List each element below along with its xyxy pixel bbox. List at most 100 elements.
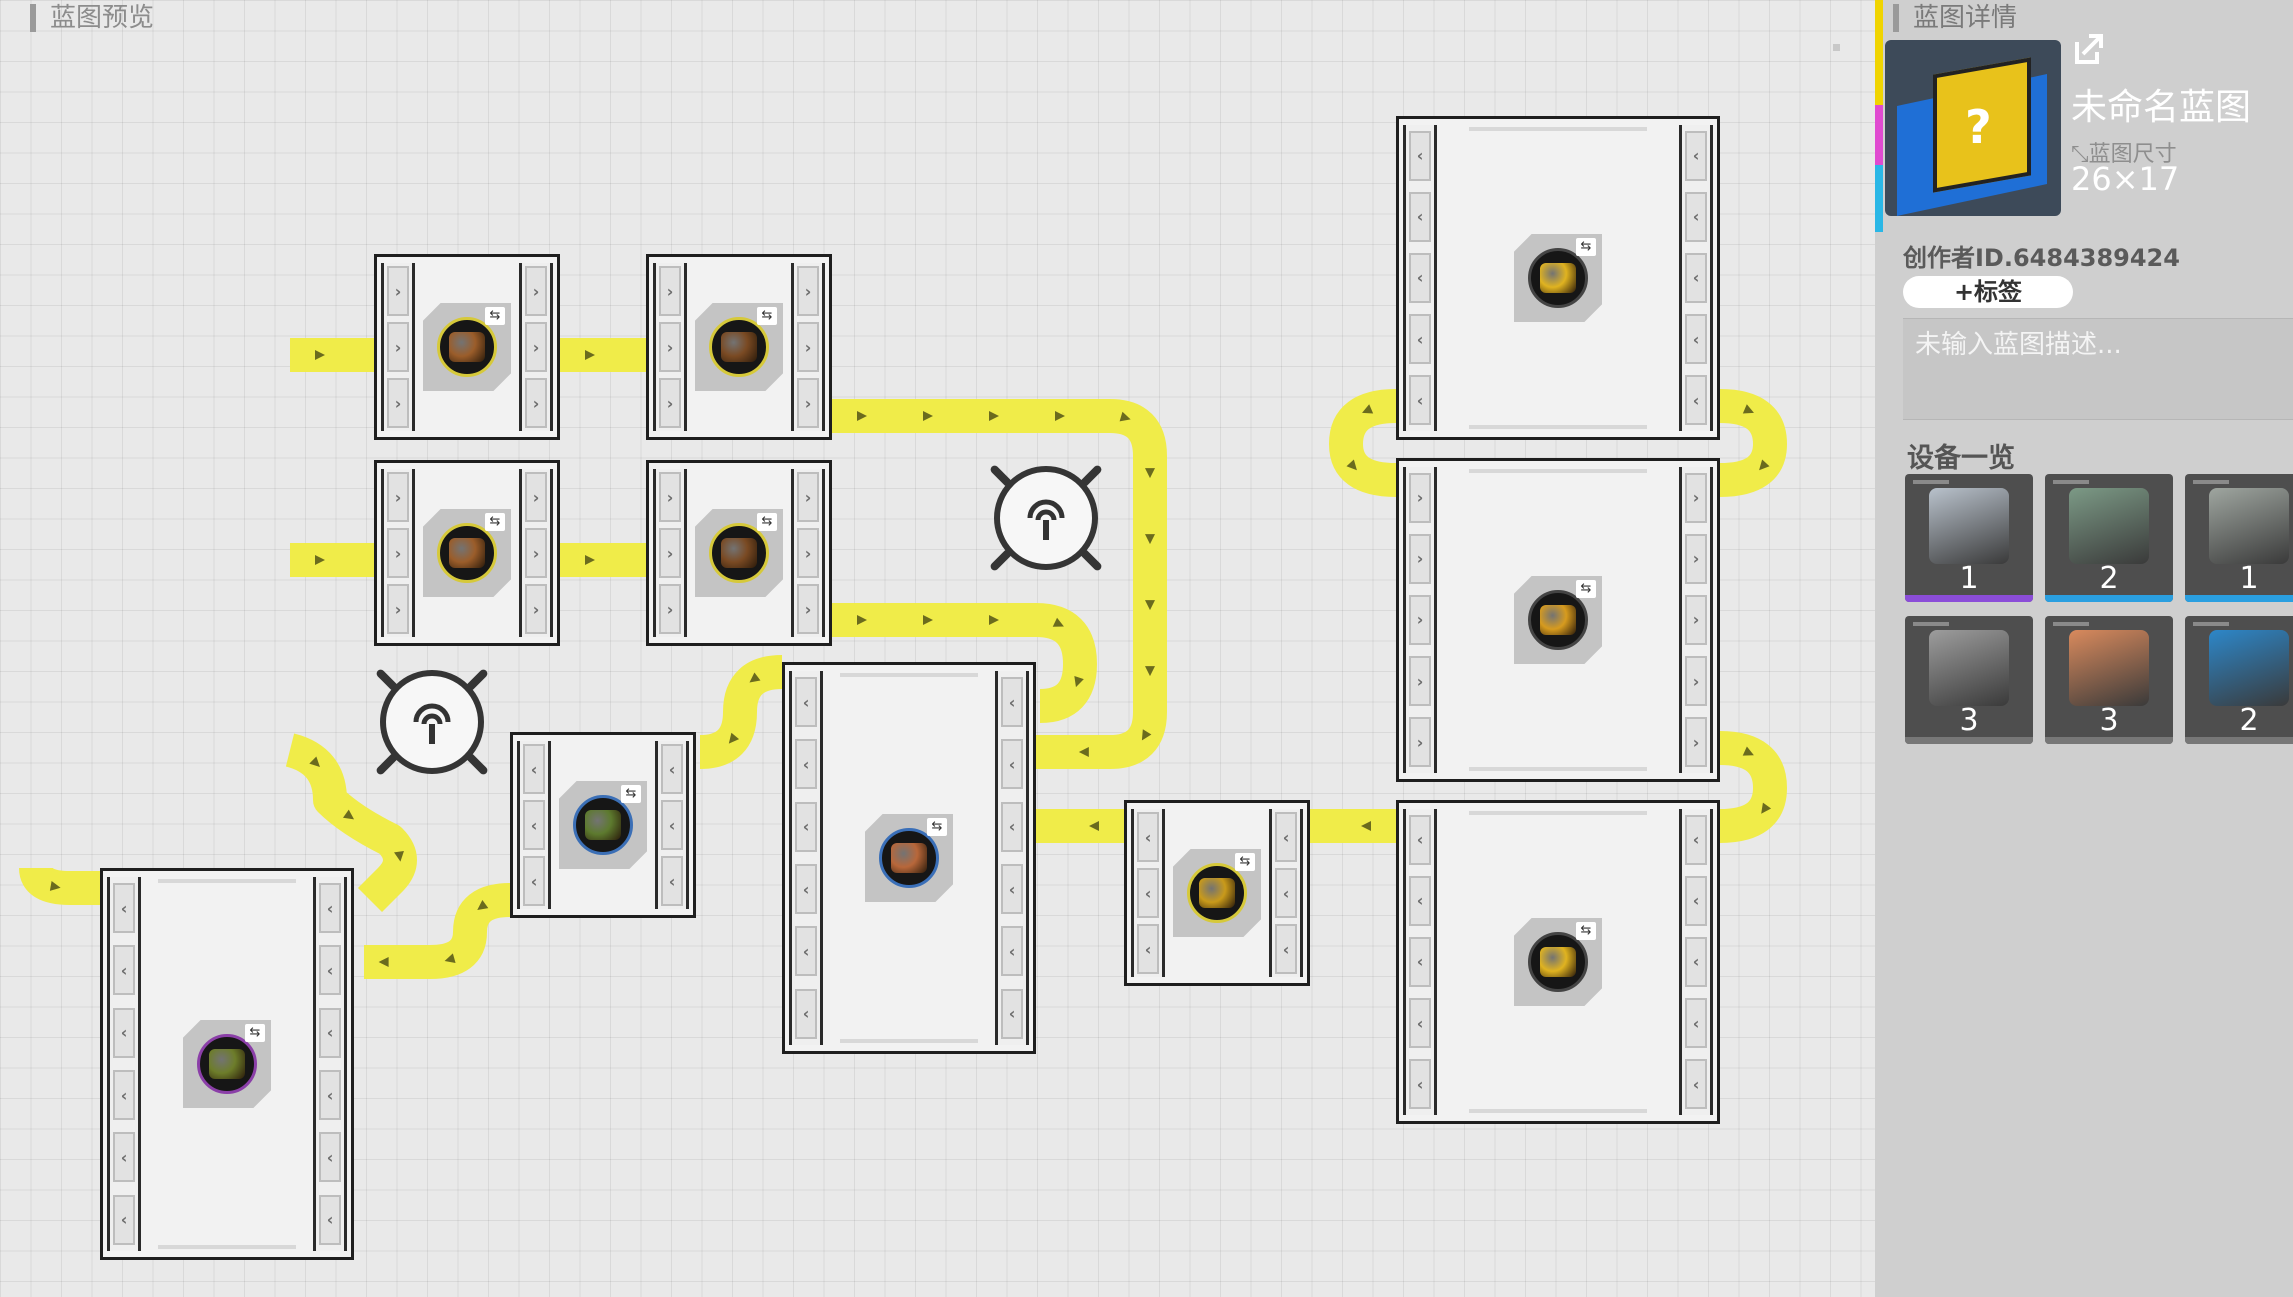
belt-arrow-icon bbox=[1145, 468, 1155, 479]
swap-icon[interactable]: ⇆ bbox=[1576, 580, 1596, 598]
recipe-slot[interactable]: ⇆ bbox=[1514, 576, 1602, 664]
machine-m9[interactable]: ‹‹‹‹‹ ‹‹‹‹‹ ⇆ bbox=[1396, 116, 1720, 440]
item-gem bbox=[209, 1049, 245, 1079]
blueprint-thumbnail: ? bbox=[1885, 40, 2061, 216]
rarity-dots bbox=[1913, 480, 1949, 484]
machine-m1[interactable]: ››› ››› ⇆ bbox=[374, 254, 560, 440]
recipe-slot[interactable]: ⇆ bbox=[559, 781, 647, 869]
swap-icon[interactable]: ⇆ bbox=[1235, 853, 1255, 871]
recipe-slot[interactable]: ⇆ bbox=[423, 303, 511, 391]
frame-line bbox=[1468, 425, 1648, 429]
machine-m8[interactable]: ‹‹‹‹‹‹ ‹‹‹‹‹‹ ⇆ bbox=[100, 868, 354, 1260]
belt-arrow-icon bbox=[394, 850, 404, 862]
device-card-3[interactable]: 3 bbox=[1905, 616, 2033, 744]
swap-icon[interactable]: ⇆ bbox=[245, 1024, 265, 1042]
green-plate-icon bbox=[573, 795, 633, 855]
description-box[interactable] bbox=[1903, 318, 2293, 420]
frame-line bbox=[157, 879, 297, 883]
port: › bbox=[797, 266, 819, 316]
swap-icon[interactable]: ⇆ bbox=[621, 785, 641, 803]
belt-segment bbox=[364, 883, 511, 979]
pylon-p2[interactable] bbox=[372, 662, 492, 782]
output-ports: ‹‹‹ bbox=[655, 741, 689, 909]
swap-icon[interactable]: ⇆ bbox=[757, 513, 777, 531]
port: › bbox=[797, 322, 819, 372]
pylon-p1[interactable] bbox=[986, 458, 1106, 578]
port: ‹ bbox=[1685, 936, 1707, 987]
recipe-slot[interactable]: ⇆ bbox=[865, 814, 953, 902]
description-input[interactable] bbox=[1913, 329, 2287, 361]
device-card-0[interactable]: 1 bbox=[1905, 474, 2033, 602]
port: ‹ bbox=[319, 1007, 341, 1058]
output-ports: ››› bbox=[791, 469, 825, 637]
blueprint-name[interactable]: 未命名蓝图 bbox=[2071, 87, 2252, 128]
machine-m7[interactable]: ‹‹‹ ‹‹‹ ⇆ bbox=[1124, 800, 1310, 986]
recipe-slot[interactable]: ⇆ bbox=[1173, 849, 1261, 937]
belt-arrow-icon bbox=[1742, 746, 1754, 756]
recipe-slot[interactable]: ⇆ bbox=[1514, 918, 1602, 1006]
recipe-slot[interactable]: ⇆ bbox=[1514, 234, 1602, 322]
port: ‹ bbox=[1409, 1059, 1431, 1110]
swap-icon[interactable]: ⇆ bbox=[1576, 238, 1596, 256]
add-tag-button[interactable]: +标签 bbox=[1903, 276, 2073, 308]
item-gem bbox=[449, 332, 485, 362]
port: ‹ bbox=[1409, 875, 1431, 926]
swap-icon[interactable]: ⇆ bbox=[757, 307, 777, 325]
port: ‹ bbox=[1275, 868, 1297, 918]
machine-m5[interactable]: ‹‹‹ ‹‹‹ ⇆ bbox=[510, 732, 696, 918]
belt-arrow-icon bbox=[477, 900, 489, 910]
rarity-bar bbox=[1905, 737, 2033, 744]
device-card-1[interactable]: 2 bbox=[2045, 474, 2173, 602]
input-ports: ‹‹‹‹‹ bbox=[1403, 809, 1437, 1115]
device-card-2[interactable]: 1 bbox=[2185, 474, 2293, 602]
input-ports: ‹‹‹ bbox=[517, 741, 551, 909]
frame-line bbox=[1468, 127, 1648, 131]
belt-arrow-icon bbox=[989, 615, 999, 625]
swap-icon[interactable]: ⇆ bbox=[485, 513, 505, 531]
port: › bbox=[387, 322, 409, 372]
gold-shard-icon bbox=[1187, 863, 1247, 923]
port: › bbox=[525, 472, 547, 522]
machine-m6[interactable]: ‹‹‹‹‹‹ ‹‹‹‹‹‹ ⇆ bbox=[782, 662, 1036, 1054]
port: ‹ bbox=[1685, 314, 1707, 365]
device-card-5[interactable]: 2 bbox=[2185, 616, 2293, 744]
belt-arrow-icon bbox=[1361, 821, 1371, 831]
edit-icon[interactable] bbox=[2071, 32, 2105, 66]
gold-crystal-icon bbox=[1528, 932, 1588, 992]
port: › bbox=[525, 266, 547, 316]
blueprint-canvas[interactable]: 蓝图预览 ››› ››› ⇆ ››› ››› ⇆ bbox=[0, 0, 1875, 1297]
belt-arrow-icon bbox=[315, 350, 325, 360]
recipe-slot[interactable]: ⇆ bbox=[423, 509, 511, 597]
port: ‹ bbox=[1001, 739, 1023, 790]
amber-chunk-icon bbox=[709, 317, 769, 377]
swap-icon[interactable]: ⇆ bbox=[927, 818, 947, 836]
machine-m4[interactable]: ››› ››› ⇆ bbox=[646, 460, 832, 646]
recipe-slot[interactable]: ⇆ bbox=[183, 1020, 271, 1108]
belt-arrow-icon bbox=[309, 756, 320, 768]
item-gem bbox=[1540, 947, 1576, 977]
output-ports: ‹‹‹‹‹‹ bbox=[313, 877, 347, 1251]
belt-arrow-icon bbox=[1362, 404, 1374, 414]
recipe-slot[interactable]: ⇆ bbox=[695, 509, 783, 597]
machine-m2[interactable]: ››› ››› ⇆ bbox=[646, 254, 832, 440]
port: › bbox=[659, 584, 681, 634]
recipe-slot[interactable]: ⇆ bbox=[695, 303, 783, 391]
port: › bbox=[525, 322, 547, 372]
rarity-dots bbox=[2193, 622, 2229, 626]
port: › bbox=[797, 584, 819, 634]
port: ‹ bbox=[1409, 130, 1431, 181]
resize-icon: ⤡ bbox=[2071, 142, 2089, 167]
swap-icon[interactable]: ⇆ bbox=[485, 307, 505, 325]
conveyor-belts bbox=[19, 338, 1787, 979]
belt-segment bbox=[832, 603, 1097, 723]
swap-icon[interactable]: ⇆ bbox=[1576, 922, 1596, 940]
port: › bbox=[387, 378, 409, 428]
port: › bbox=[525, 378, 547, 428]
rarity-dots bbox=[1913, 622, 1949, 626]
device-card-4[interactable]: 3 bbox=[2045, 616, 2173, 744]
machine-m10[interactable]: ››››› ››››› ⇆ bbox=[1396, 458, 1720, 782]
machine-m3[interactable]: ››› ››› ⇆ bbox=[374, 460, 560, 646]
machine-m11[interactable]: ‹‹‹‹‹ ‹‹‹‹‹ ⇆ bbox=[1396, 800, 1720, 1124]
frame-line bbox=[1468, 469, 1648, 473]
accent-yellow bbox=[1875, 0, 1883, 105]
